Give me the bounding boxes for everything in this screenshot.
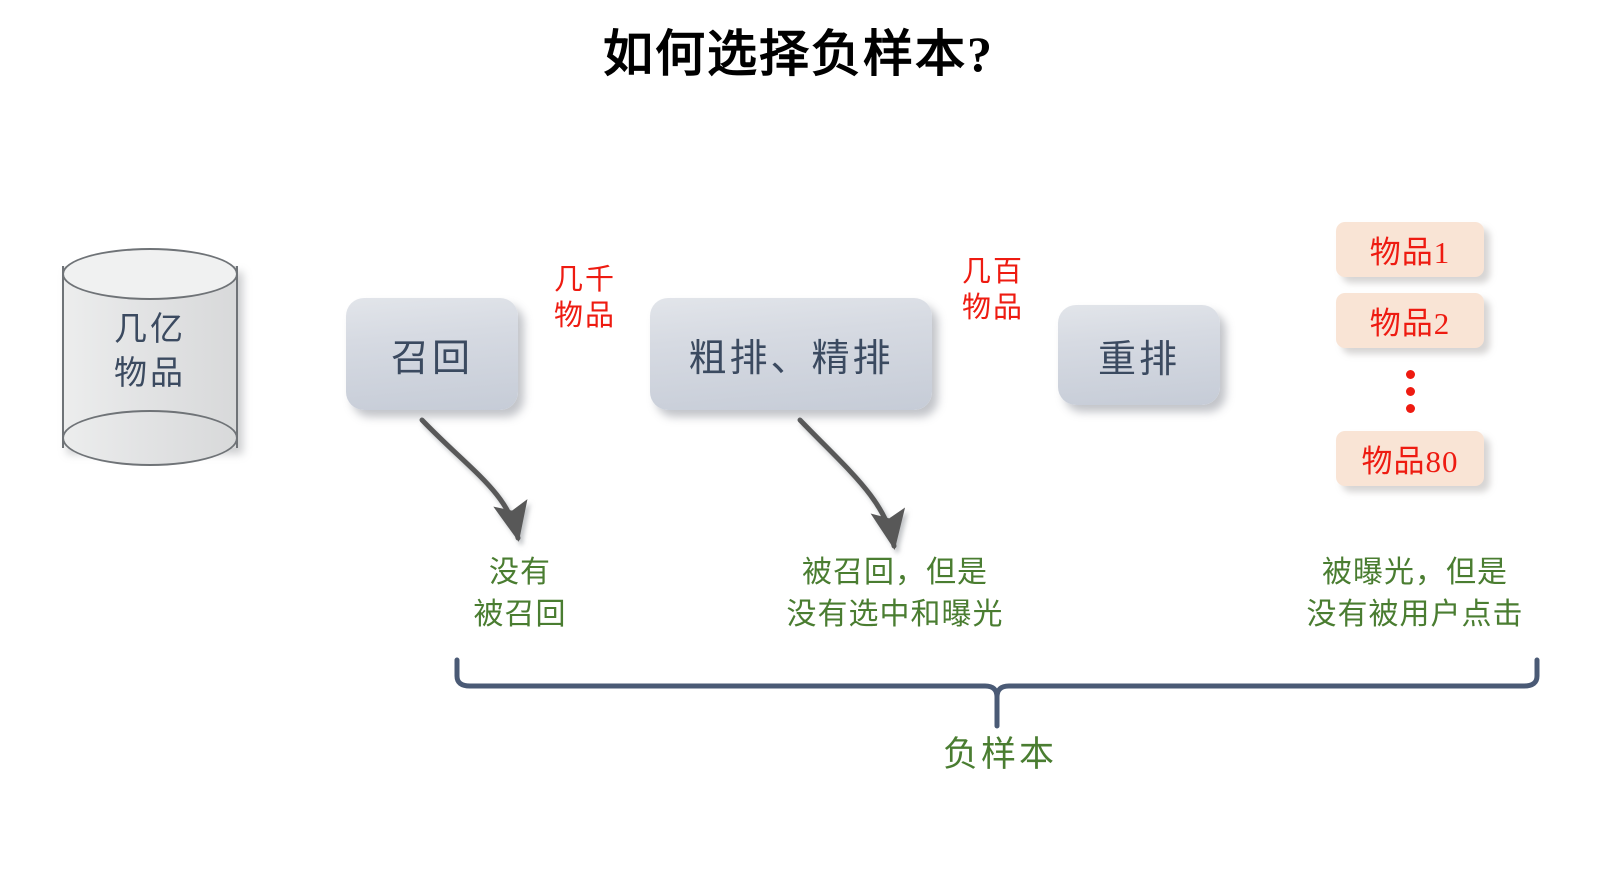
flow-label-after-recall-line2: 物品 bbox=[553, 300, 616, 332]
note-recalled-not-shown-line2: 没有选中和曝光 bbox=[786, 598, 1004, 631]
note-not-recalled: 没有 被召回 bbox=[420, 552, 620, 636]
curve-arrow-recalled-not-shown bbox=[797, 417, 906, 550]
flow-label-after-recall: 几千 物品 bbox=[530, 262, 640, 334]
item-pool-cylinder: 几亿 物品 bbox=[62, 248, 240, 468]
note-shown-not-clicked-line2: 没有被用户点击 bbox=[1306, 598, 1524, 631]
flow-label-after-ranking: 几百 物品 bbox=[938, 254, 1048, 326]
stage-box-rerank[interactable]: 重排 bbox=[1058, 305, 1220, 405]
note-recalled-not-shown-line1: 被召回，但是 bbox=[802, 556, 988, 589]
cylinder-label-line1: 几亿 bbox=[114, 312, 186, 348]
note-shown-not-clicked-line1: 被曝光，但是 bbox=[1322, 556, 1508, 589]
stage-box-ranking[interactable]: 粗排、精排 bbox=[650, 298, 932, 410]
flow-label-after-ranking-line2: 物品 bbox=[961, 292, 1024, 324]
brace-label-negative-samples: 负样本 bbox=[942, 735, 1057, 774]
dropout-arrows bbox=[419, 417, 906, 550]
curve-arrow-not-recalled bbox=[419, 417, 528, 542]
vertical-ellipsis-icon bbox=[1336, 362, 1484, 420]
note-not-recalled-line1: 没有 bbox=[489, 556, 551, 589]
note-recalled-not-shown: 被召回，但是 没有选中和曝光 bbox=[735, 552, 1055, 636]
flow-label-after-recall-line1: 几千 bbox=[553, 264, 616, 296]
page-title: 如何选择负样本? bbox=[603, 26, 994, 82]
cylinder-bottom-ellipse bbox=[62, 410, 238, 466]
result-item-box-1[interactable]: 物品1 bbox=[1336, 222, 1484, 277]
result-item-box-80[interactable]: 物品80 bbox=[1336, 431, 1484, 486]
stage-box-recall[interactable]: 召回 bbox=[346, 298, 518, 410]
ellipsis-dot bbox=[1405, 403, 1415, 413]
flow-label-after-ranking-line1: 几百 bbox=[961, 256, 1024, 288]
negative-sample-brace bbox=[454, 657, 1540, 729]
cylinder-label-line2: 物品 bbox=[114, 356, 186, 392]
ellipsis-dot bbox=[1405, 369, 1415, 379]
result-item-box-2[interactable]: 物品2 bbox=[1336, 293, 1484, 348]
cylinder-top-ellipse bbox=[62, 248, 238, 300]
cylinder-label: 几亿 物品 bbox=[62, 308, 238, 396]
ellipsis-dot bbox=[1405, 386, 1415, 396]
note-not-recalled-line2: 被召回 bbox=[473, 598, 567, 631]
note-shown-not-clicked: 被曝光，但是 没有被用户点击 bbox=[1255, 552, 1575, 636]
